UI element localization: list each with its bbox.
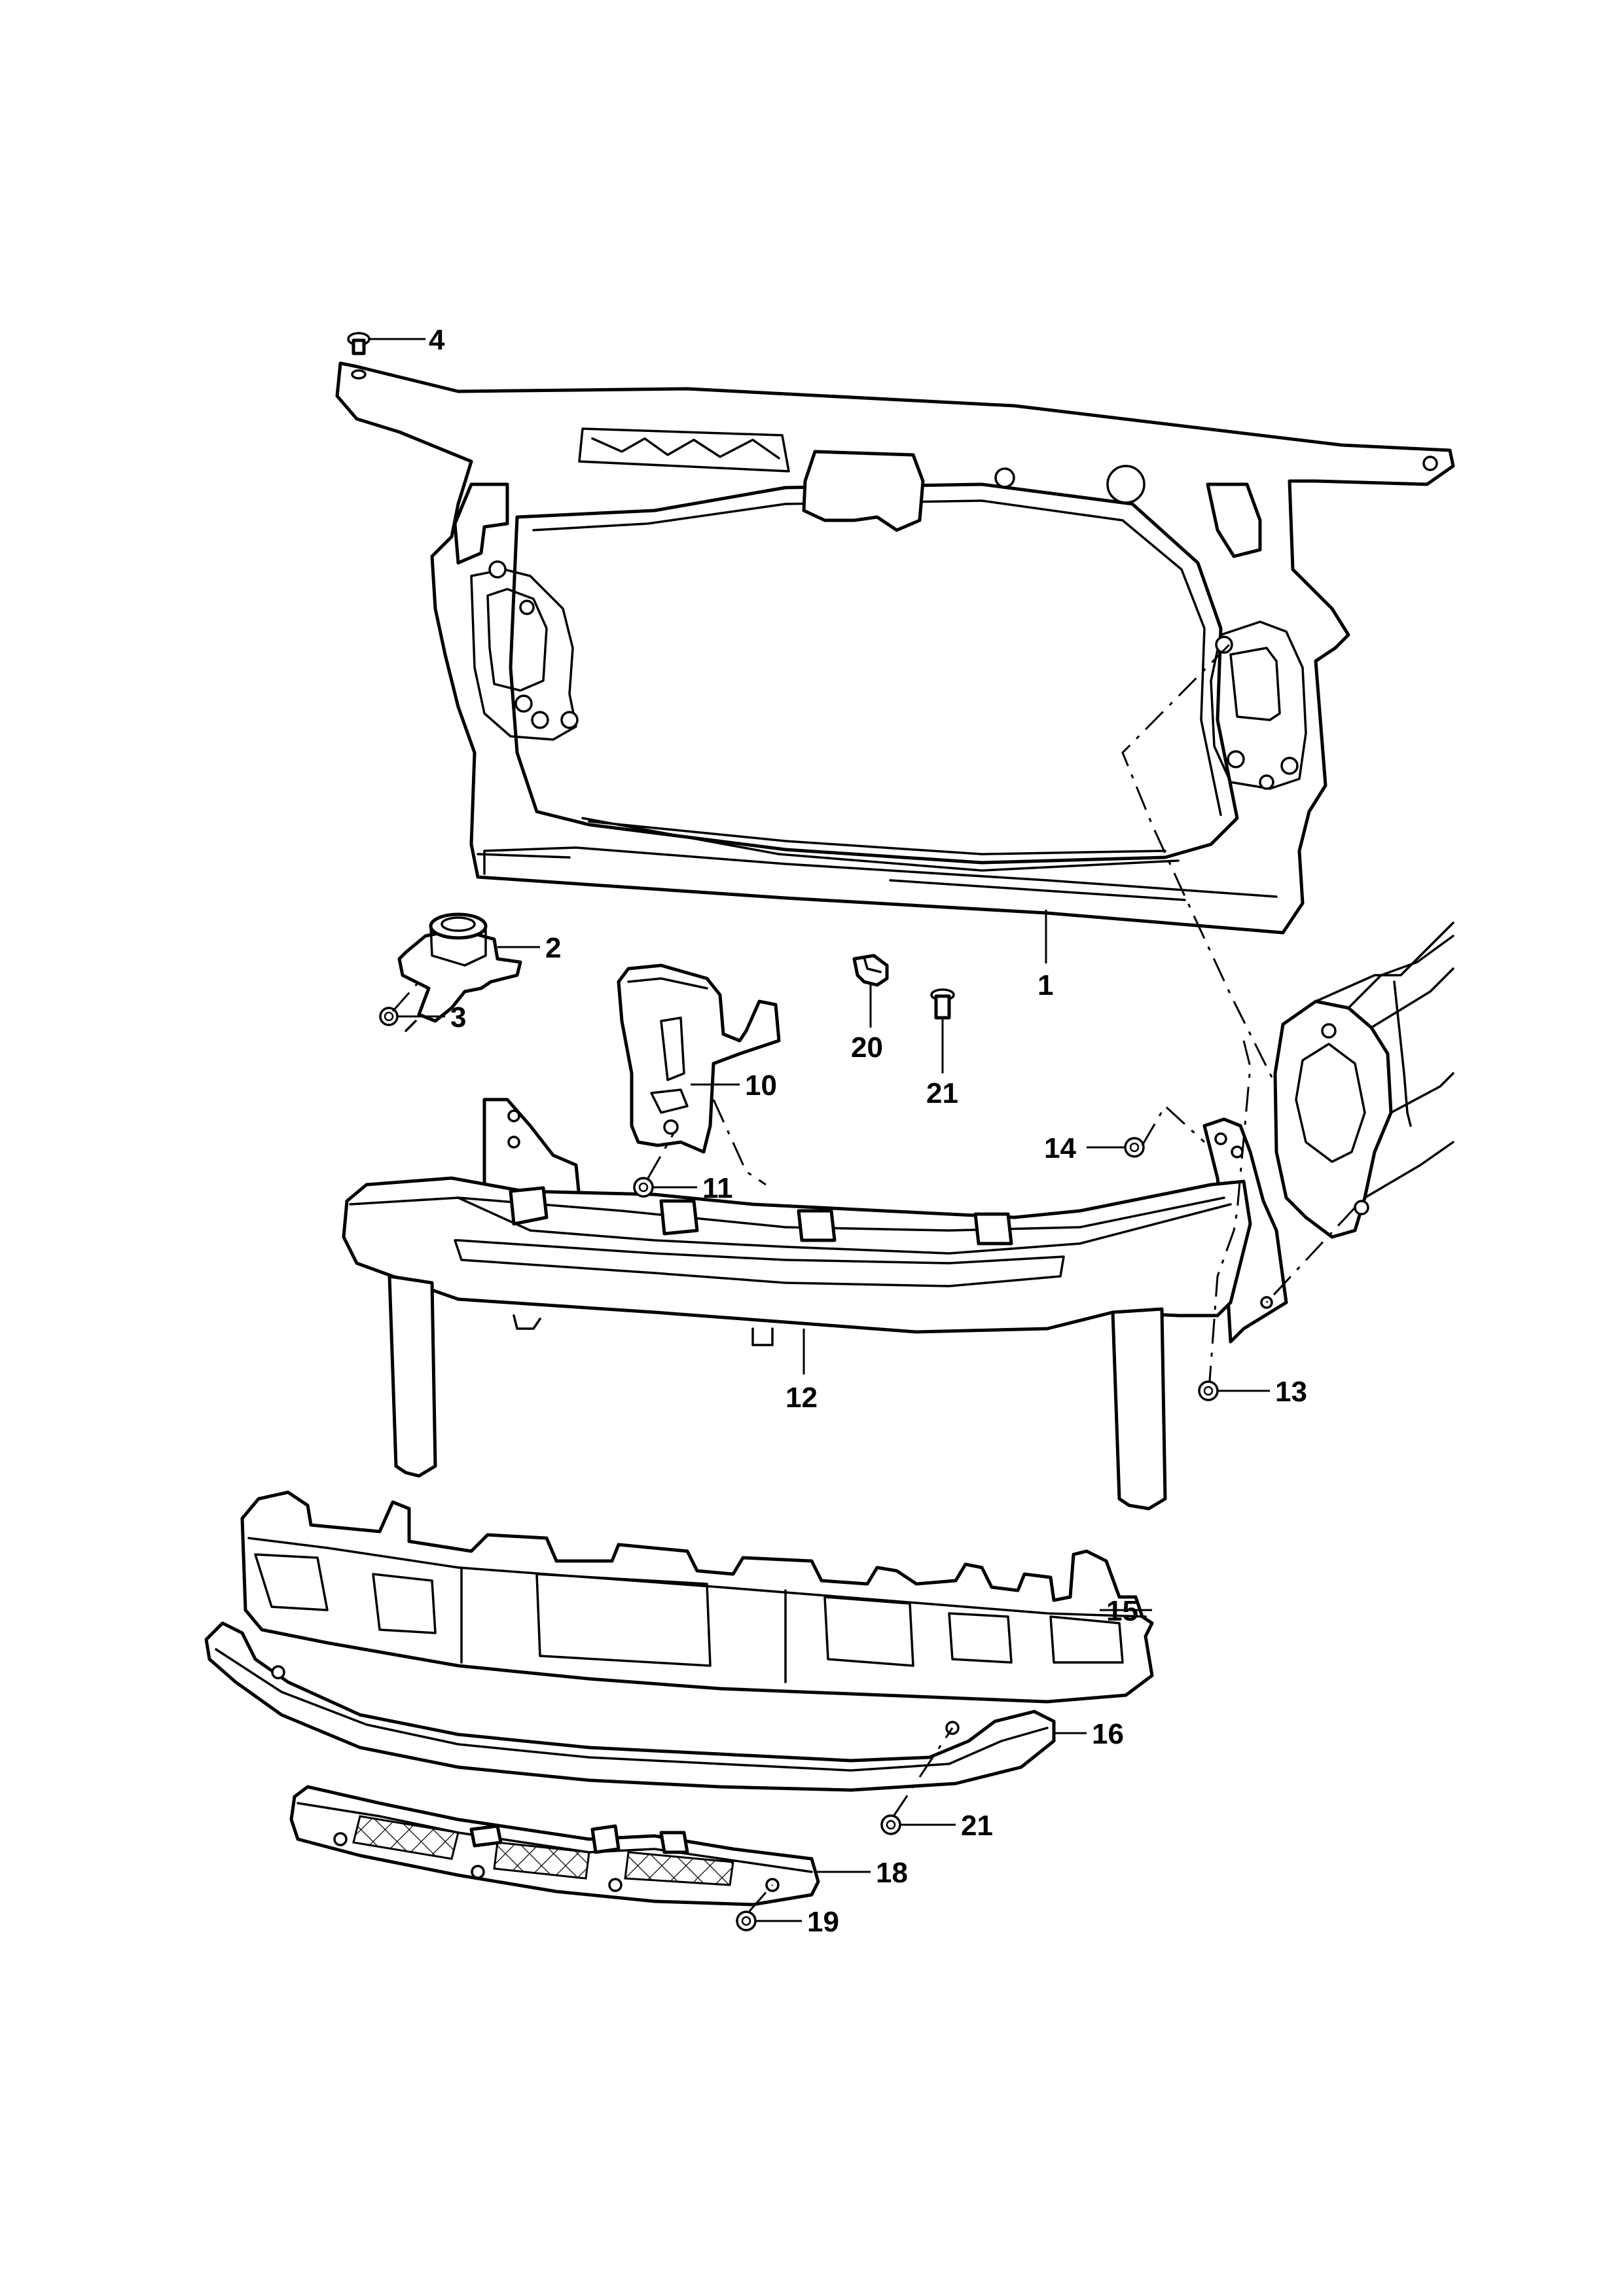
callout-18: 18 (876, 1857, 908, 1889)
energy-absorber (240, 1490, 1154, 1704)
screw-part-13 (1198, 1380, 1219, 1401)
callout-13: 13 (1275, 1376, 1307, 1408)
screw-part-14 (1124, 1137, 1145, 1158)
callout-12: 12 (785, 1382, 818, 1414)
bracket-part-10 (617, 963, 781, 1154)
assembly-lines (391, 643, 1356, 1912)
clip-part-20 (852, 954, 889, 987)
callout-21-upper: 21 (926, 1077, 958, 1109)
screw-part-4 (347, 332, 370, 380)
callout-21-lower: 21 (961, 1810, 993, 1842)
callout-14: 14 (1044, 1132, 1076, 1164)
lock-carrier-panel (335, 361, 1455, 935)
bumper-carrier-bar (342, 1098, 1288, 1511)
callout-11: 11 (702, 1172, 733, 1204)
callout-15: 15 (1106, 1595, 1138, 1627)
callout-20: 20 (851, 1031, 883, 1064)
callout-1: 1 (1038, 969, 1053, 1001)
stud-part-21-upper (930, 988, 955, 1020)
callout-10: 10 (745, 1069, 777, 1102)
screw-part-21-lower (880, 1814, 901, 1835)
side-member (1273, 922, 1454, 1239)
callout-19: 19 (807, 1906, 839, 1938)
callout-labels: 4 1 2 3 10 11 20 21 14 12 13 15 16 21 18… (429, 324, 1307, 1938)
screw-part-3 (379, 1007, 399, 1026)
screw-part-11 (633, 1177, 654, 1198)
callout-16: 16 (1092, 1718, 1124, 1750)
grille-strip-part-18 (289, 1785, 820, 1907)
bracket-part-2 (397, 912, 522, 1032)
callout-2: 2 (545, 932, 561, 964)
screw-part-19 (736, 1910, 757, 1931)
leader-lines (370, 338, 1270, 1922)
callout-4: 4 (429, 324, 445, 356)
deflector-part-16 (204, 1621, 1056, 1792)
callout-3: 3 (450, 1001, 466, 1033)
